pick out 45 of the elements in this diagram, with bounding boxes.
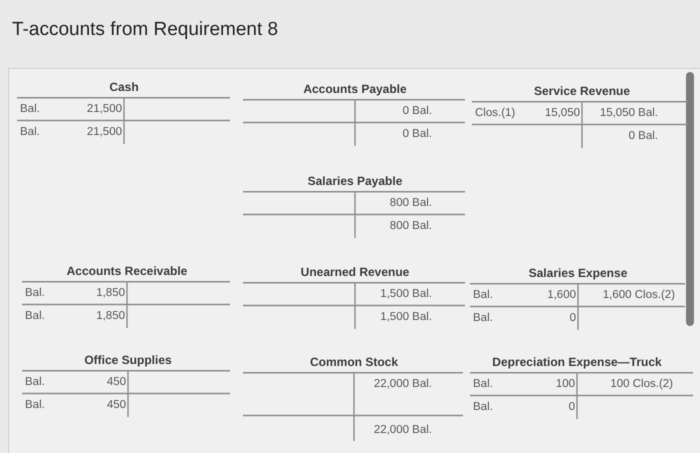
- page-title: T-accounts from Requirement 8: [12, 18, 278, 42]
- amount-entry: 100 Clos.(2): [610, 377, 673, 391]
- amount-entry: 22,000 Bal.: [374, 423, 432, 437]
- amount: 21,500: [86, 102, 122, 116]
- entry-label: Bal.: [25, 375, 45, 389]
- amount: 450: [106, 375, 126, 389]
- amount-entry: 15,050 Bal.: [600, 106, 658, 120]
- entry-label: Clos.(1): [475, 106, 516, 120]
- amount: 21,500: [86, 125, 122, 139]
- amount: 1,850: [96, 309, 125, 323]
- amount-entry: 1,500 Bal.: [380, 287, 432, 301]
- account-title: Salaries Expense: [528, 266, 628, 280]
- account-title: Cash: [109, 80, 139, 94]
- amount: 1,850: [96, 286, 125, 300]
- account-title: Accounts Payable: [303, 82, 407, 96]
- entry-label: Bal.: [473, 377, 493, 391]
- amount-entry: 800 Bal.: [390, 219, 432, 233]
- account-title: Depreciation Expense—Truck: [492, 355, 662, 369]
- amount: 1,600: [547, 288, 576, 302]
- amount: 0: [570, 311, 576, 325]
- entry-label: Bal.: [473, 400, 493, 414]
- entry-label: Bal.: [25, 398, 45, 412]
- entry-label: Bal.: [20, 102, 40, 116]
- account-title: Service Revenue: [534, 84, 630, 98]
- amount: 0: [568, 400, 575, 414]
- entry-label: Bal.: [20, 125, 40, 139]
- amount: 100: [556, 377, 575, 391]
- account-title: Office Supplies: [84, 353, 172, 367]
- account-title: Salaries Payable: [308, 174, 402, 188]
- amount-entry: 800 Bal.: [390, 196, 432, 210]
- amount-entry: 22,000 Bal.: [374, 377, 432, 391]
- amount-entry: 0 Bal.: [402, 104, 432, 118]
- entry-label: Bal.: [25, 286, 45, 300]
- entry-label: Bal.: [473, 311, 493, 325]
- amount-entry: 1,500 Bal.: [380, 310, 432, 324]
- account-title: Unearned Revenue: [300, 265, 410, 279]
- account-title: Accounts Receivable: [66, 264, 188, 278]
- amount-entry: 1,600 Clos.(2): [602, 288, 675, 302]
- amount-entry: 0 Bal.: [628, 129, 658, 143]
- amount: 450: [106, 398, 126, 412]
- entry-label: Bal.: [25, 309, 45, 323]
- amount: 15,050: [544, 106, 580, 120]
- account-title: Common Stock: [310, 355, 398, 369]
- entry-label: Bal.: [473, 288, 493, 302]
- amount-entry: 0 Bal.: [402, 127, 432, 141]
